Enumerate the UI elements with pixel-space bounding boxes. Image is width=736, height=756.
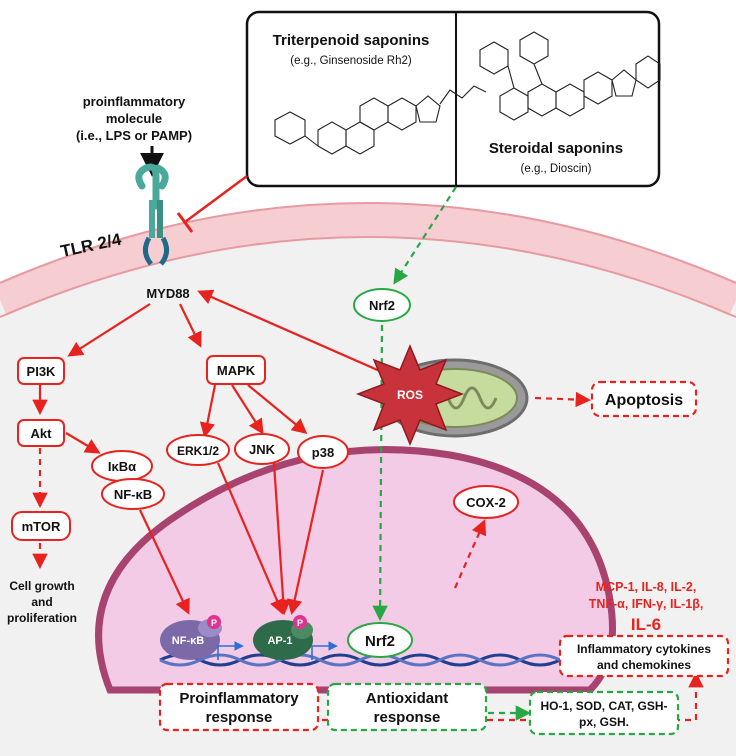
svg-text:mTOR: mTOR	[22, 519, 61, 534]
svg-text:Inflammatory cytokines: Inflammatory cytokines	[577, 642, 711, 656]
svg-text:P: P	[297, 618, 303, 628]
ros-burst-icon: ROS	[355, 344, 465, 446]
node-akt: Akt	[17, 419, 65, 447]
inhibition-line	[176, 174, 248, 233]
svg-text:JNK: JNK	[249, 442, 276, 457]
cytokine-box: Inflammatory cytokines and chemokines	[558, 634, 730, 678]
ros-label: ROS	[397, 388, 423, 402]
svg-text:P: P	[211, 618, 217, 628]
node-nfkb: NF-κB	[101, 478, 165, 510]
myd88-label: MYD88	[146, 286, 189, 301]
svg-text:and chemokines: and chemokines	[597, 658, 691, 672]
svg-text:Proinflammatory: Proinflammatory	[179, 690, 299, 707]
steroidal-title: Steroidal saponins	[489, 140, 623, 157]
triterpenoid-title: Triterpenoid saponins	[273, 32, 430, 49]
svg-text:response: response	[374, 709, 441, 726]
node-nrf2-nucleus: Nrf2	[347, 622, 413, 658]
svg-text:Nrf2: Nrf2	[365, 633, 395, 650]
saponin-panel: Triterpenoid saponins (e.g., Ginsenoside…	[245, 10, 661, 188]
svg-text:px, GSH.: px, GSH.	[579, 715, 629, 729]
svg-text:Nrf2: Nrf2	[369, 298, 395, 313]
svg-text:PI3K: PI3K	[27, 364, 57, 379]
cytokine-list-2: TNF-α, IFN-γ, IL-1β,	[589, 597, 704, 611]
node-jnk: JNK	[234, 433, 290, 465]
stimulus-line2: molecule	[106, 111, 162, 126]
node-mtor: mTOR	[11, 511, 71, 541]
phospho-nfkb-icon: P	[207, 615, 221, 629]
dioscin-structure-icon	[479, 31, 661, 121]
svg-text:response: response	[206, 709, 273, 726]
svg-text:COX-2: COX-2	[466, 495, 506, 510]
cell-growth-1: Cell growth	[9, 579, 74, 593]
ap1-factor-label: AP-1	[267, 635, 292, 647]
svg-text:Antioxidant: Antioxidant	[366, 690, 449, 707]
proinflammatory-response-box: Proinflammatory response	[158, 682, 320, 732]
svg-text:ERK1/2: ERK1/2	[177, 444, 219, 458]
steroidal-example: (e.g., Dioscin)	[521, 163, 592, 175]
phospho-ap1-icon: P	[293, 615, 307, 629]
node-p38: p38	[297, 435, 349, 469]
triterpenoid-example: (e.g., Ginsenoside Rh2)	[290, 55, 412, 67]
node-pi3k: PI3K	[17, 357, 65, 385]
stimulus-line1: proinflammatory	[83, 94, 186, 109]
nfkb-factor-icon: NF-κB	[160, 619, 222, 660]
node-nrf2-cytoplasm: Nrf2	[353, 288, 411, 322]
svg-text:IκBα: IκBα	[108, 459, 136, 474]
svg-text:p38: p38	[312, 445, 334, 460]
svg-text:Akt: Akt	[31, 426, 53, 441]
svg-text:NF-κB: NF-κB	[114, 487, 152, 502]
antioxidant-response-box: Antioxidant response	[326, 682, 488, 732]
node-apoptosis: Apoptosis	[590, 380, 698, 418]
transcription-arrows	[217, 641, 338, 660]
stimulus-line3: (i.e., LPS or PAMP)	[76, 128, 192, 143]
node-cox2: COX-2	[453, 485, 519, 519]
cytokine-list-1: MCP-1, IL-8, IL-2,	[596, 580, 697, 594]
node-mapk: MAPK	[206, 355, 266, 385]
svg-text:Apoptosis: Apoptosis	[605, 392, 683, 409]
antioxidant-enzymes-box: HO-1, SOD, CAT, GSH- px, GSH.	[528, 690, 680, 736]
tlr-receptor-icon	[135, 163, 169, 266]
svg-text:HO-1, SOD, CAT, GSH-: HO-1, SOD, CAT, GSH-	[540, 699, 667, 713]
cell-growth-3: proliferation	[7, 611, 77, 625]
cell-growth-2: and	[31, 595, 52, 609]
node-erk: ERK1/2	[166, 434, 230, 466]
node-ikba: IκBα	[91, 450, 153, 482]
il6-label: IL-6	[631, 615, 661, 634]
nfkb-factor-label: NF-κB	[172, 635, 204, 647]
dna-icon	[159, 653, 561, 667]
ginsenoside-structure-icon	[274, 85, 487, 155]
svg-text:MAPK: MAPK	[217, 363, 256, 378]
